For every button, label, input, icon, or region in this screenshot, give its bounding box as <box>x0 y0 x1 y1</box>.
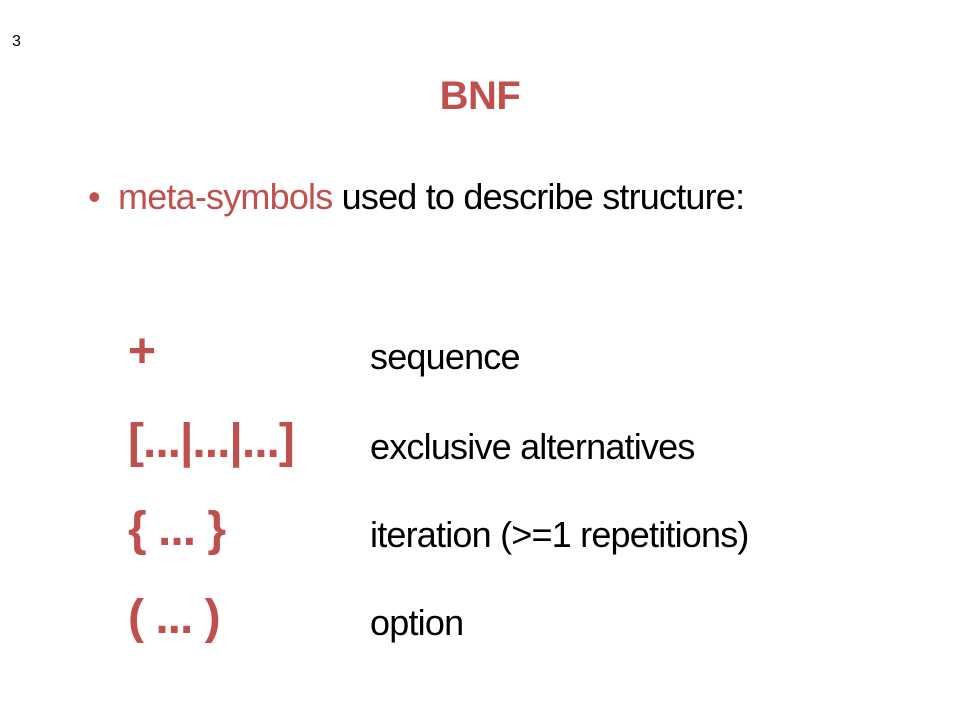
symbol-row-sequence: + sequence <box>0 322 960 402</box>
symbol-description: exclusive alternatives <box>370 426 695 467</box>
bullet-item: • meta-symbols used to describe structure… <box>88 174 745 220</box>
bullet-highlight-text: meta-symbols <box>118 176 333 217</box>
symbol-brackets: [...|...|...] <box>128 415 295 468</box>
symbol-row-option: ( ... ) option <box>0 584 960 664</box>
symbol-description: sequence <box>370 336 521 377</box>
slide-number: 3 <box>12 33 21 50</box>
symbol-plus: + <box>128 325 156 378</box>
bullet-marker: • <box>88 176 101 217</box>
bullet-text: used to describe structure: <box>332 176 745 217</box>
symbol-braces: { ... } <box>128 503 226 556</box>
symbol-description: iteration (>=1 repetitions) <box>370 514 749 555</box>
slide-title: BNF <box>439 74 521 118</box>
symbol-row-iteration: { ... } iteration (>=1 repetitions) <box>0 496 960 576</box>
symbol-parentheses: ( ... ) <box>128 591 221 644</box>
symbol-row-alternatives: [...|...|...] exclusive alternatives <box>0 408 960 488</box>
symbol-description: option <box>370 602 464 643</box>
